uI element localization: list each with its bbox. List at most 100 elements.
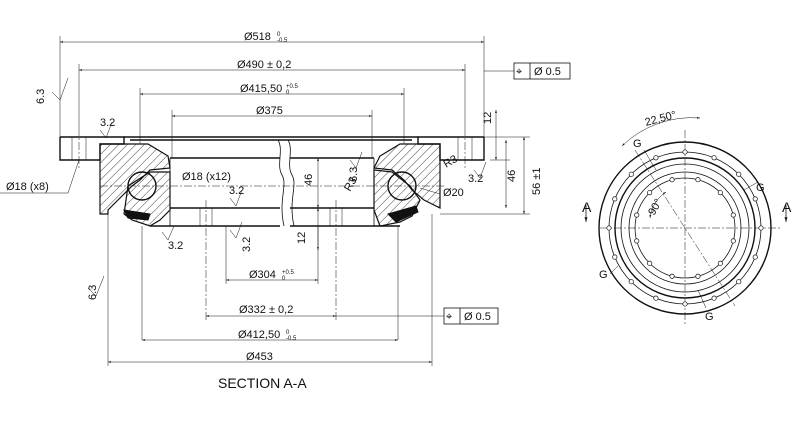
plan-outer-holes — [606, 149, 764, 307]
roughness-6-3-c: 6.3 — [348, 167, 360, 182]
roughness-6-3-b: 6.3 — [87, 285, 99, 300]
dim-d415: Ø415,50 — [240, 83, 282, 95]
plan-ring-2 — [620, 163, 750, 293]
roughness-symbol-6 — [229, 221, 243, 239]
dim-d304: Ø304 — [249, 269, 276, 281]
dim-d415-tol-lower: 0 — [286, 90, 290, 96]
plan-outer-hole — [612, 196, 618, 202]
roughness-3-2-e: 3.2 — [468, 173, 483, 185]
seal-right — [387, 205, 419, 223]
plan-outer-hole — [711, 155, 717, 161]
tolerance-value-1: Ø 0.5 — [534, 66, 561, 78]
dim-d518-tol-upper: 0 — [277, 32, 281, 38]
dim-h46-right: 46 — [506, 170, 518, 182]
plan-outer-hole — [653, 155, 659, 161]
plan-outer-hole — [682, 301, 688, 307]
plan-inner-hole — [669, 177, 675, 183]
roughness-symbol-4 — [161, 225, 175, 241]
leader-d20 — [419, 187, 441, 195]
plan-inner-hole — [730, 212, 736, 218]
plan-outer-hole — [758, 225, 764, 231]
label-g-4: G — [705, 311, 714, 323]
plan-ring-3 — [628, 171, 742, 285]
break-line-1 — [277, 139, 285, 227]
plan-inner-hole — [634, 238, 640, 244]
dim-d20: Ø20 — [443, 187, 464, 199]
roughness-3-2-a: 3.2 — [100, 117, 115, 129]
plan-outer-hole — [736, 279, 742, 285]
plan-inner-hole — [717, 260, 723, 266]
plan-outer-hole — [736, 171, 742, 177]
roughness-symbol-8 — [349, 151, 363, 169]
dim-d18x12: Ø18 (x12) — [182, 171, 231, 183]
plan-outer-hole — [612, 254, 618, 260]
roughness-symbol-3 — [99, 121, 113, 139]
dim-h12-bottom: 12 — [296, 232, 308, 244]
plan-inner-hole-circle — [634, 177, 736, 279]
tolerance-value-2: Ø 0.5 — [464, 311, 491, 323]
roughness-symbol-5 — [229, 189, 243, 207]
plan-outer-hole — [606, 225, 612, 231]
dim-d375: Ø375 — [256, 105, 283, 117]
dim-d412: Ø412,50 — [238, 329, 280, 341]
plan-outer-hole — [711, 295, 717, 301]
leader-g-top — [643, 149, 657, 171]
plan-outer-hole — [752, 254, 758, 260]
angle-arc-22-5 — [621, 116, 701, 147]
break-line-2 — [287, 139, 295, 227]
roughness-symbol-7 — [473, 161, 487, 179]
dim-d453: Ø453 — [246, 351, 273, 363]
dim-h56: 56 ±1 — [531, 168, 543, 195]
plan-inner-holes — [634, 177, 736, 279]
plan-outer-hole — [628, 171, 634, 177]
dim-r3-a: R3 — [442, 153, 460, 170]
plan-centerline-diag — [634, 149, 736, 307]
plan-ring-1 — [614, 157, 756, 299]
dim-d304-tol-upper: +0.5 — [282, 270, 295, 276]
dim-d518-tol-lower: -0.5 — [277, 38, 288, 44]
roughness-6-3-a: 6.3 — [35, 89, 47, 104]
roughness-3-2-c: 3.2 — [229, 185, 244, 197]
roughness-symbol-1 — [51, 77, 69, 101]
label-g-2: G — [756, 182, 765, 194]
dim-d490: Ø490 ± 0,2 — [237, 59, 291, 71]
plan-view: 22,50° 90° G G G G A A — [582, 109, 792, 325]
plan-inner-hole — [669, 273, 675, 279]
dim-d518: Ø518 — [244, 31, 271, 43]
dim-d412-tol-upper: 0 — [286, 330, 290, 336]
tolerance-symbol-1: ⌖ — [516, 66, 522, 78]
dim-d412-tol-lower: -0.5 — [286, 336, 297, 342]
section-view: Ø518 0 -0.5 Ø490 ± 0,2 Ø415,50 +0.5 0 Ø3… — [0, 31, 571, 391]
plan-inner-hole — [695, 273, 701, 279]
dim-d415-tol-upper: +0.5 — [286, 84, 299, 90]
plan-inner-hole — [730, 238, 736, 244]
plan-inner-hole — [634, 212, 640, 218]
angle-arc-90 — [649, 191, 667, 219]
dim-h12-top: 12 — [482, 112, 494, 124]
section-label-a-right: A — [782, 199, 792, 215]
section-label-a-left: A — [582, 199, 592, 215]
angle-label-top: 22,50° — [644, 109, 678, 129]
leader-g-right — [743, 181, 759, 191]
tolerance-symbol-2: ⌖ — [446, 311, 452, 323]
plan-outer-hole — [682, 149, 688, 155]
roughness-3-2-d: 3.2 — [241, 237, 253, 252]
plan-outer-hole — [628, 279, 634, 285]
label-g-3: G — [599, 269, 608, 281]
leader-d18x8-diag — [67, 159, 80, 194]
dim-d332: Ø332 ± 0,2 — [239, 304, 293, 316]
angle-label-inner: 90° — [646, 197, 665, 217]
roughness-symbol-2 — [87, 275, 105, 297]
plan-inner-hole — [647, 260, 653, 266]
dim-h46-center: 46 — [303, 174, 315, 186]
outer-ring-right — [373, 143, 441, 209]
seal-left — [123, 209, 151, 221]
dim-d304-tol-lower: 0 — [282, 276, 286, 282]
dim-d18x8: Ø18 (x8) — [6, 181, 49, 193]
roughness-3-2-b: 3.2 — [168, 240, 183, 252]
plan-inner-hole — [647, 190, 653, 196]
leader-g-bottom — [697, 289, 707, 309]
plan-outer-hole — [653, 295, 659, 301]
